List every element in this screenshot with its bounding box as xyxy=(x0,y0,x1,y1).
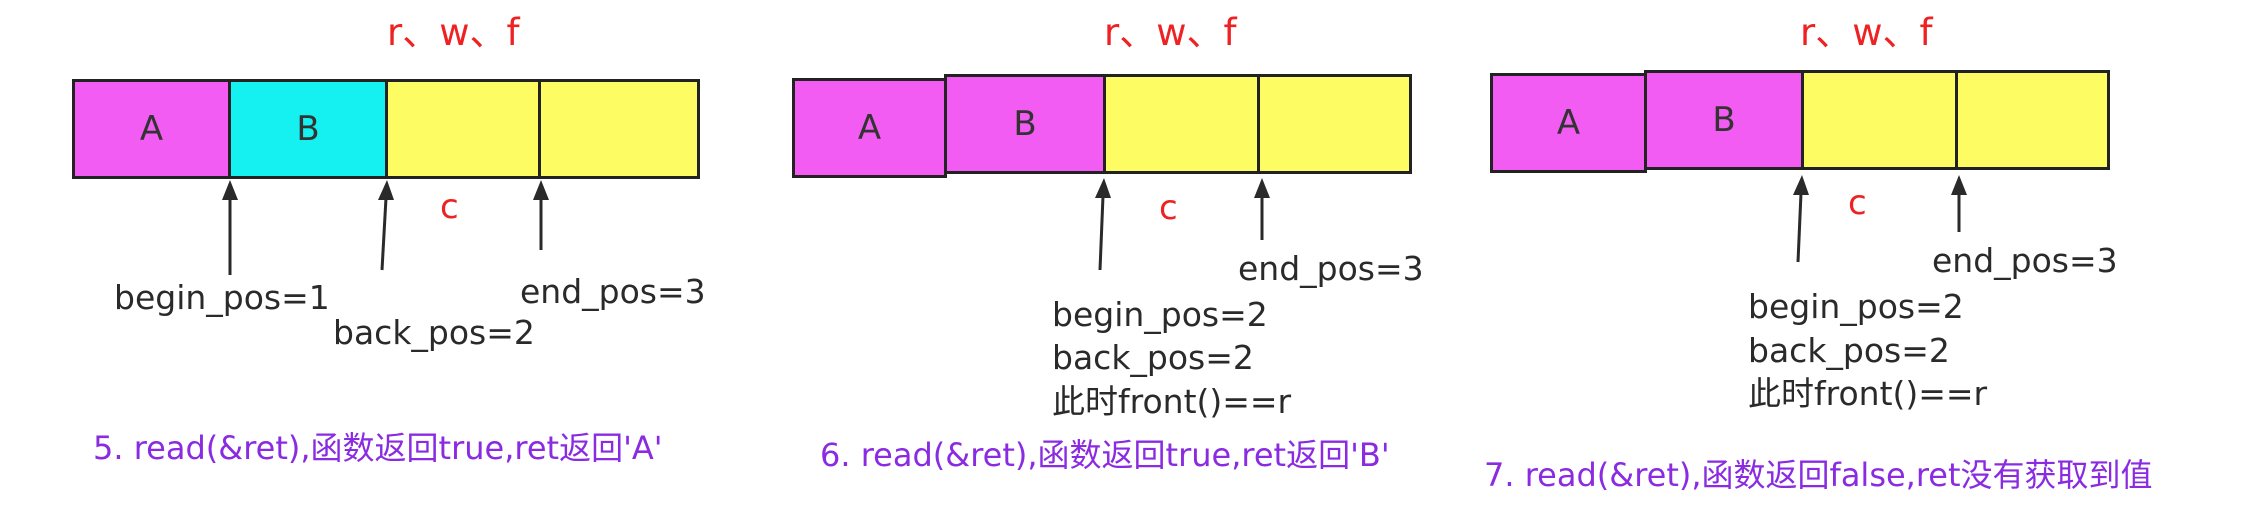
panel-2-header: r、w、f xyxy=(1104,11,1237,54)
panel-3-caption: 7. read(&ret),函数返回false,ret没有获取到值 xyxy=(1484,456,2153,494)
panel-1-c-label: c xyxy=(440,187,459,227)
panel-1-header: r、w、f xyxy=(387,11,520,54)
panel-2-cell-c xyxy=(1103,74,1260,174)
panel-3-c-label: c xyxy=(1848,183,1867,223)
begin-pos-arrow-2 xyxy=(1095,178,1111,271)
panel-2-front-note: 此时front()==r xyxy=(1052,382,1292,421)
panel-3-begin-pos: begin_pos=2 xyxy=(1748,287,1964,326)
panel-2-caption: 6. read(&ret),函数返回true,ret返回'B' xyxy=(820,436,1390,474)
panel-3-header: r、w、f xyxy=(1800,11,1933,54)
panel-1-caption: 5. read(&ret),函数返回true,ret返回'A' xyxy=(93,429,663,467)
panel-1-cell-a: A xyxy=(72,79,231,179)
panel-3-end-pos: end_pos=3 xyxy=(1932,241,2118,280)
panel-2-end-pos: end_pos=3 xyxy=(1238,249,1424,288)
begin-pos-arrow-3 xyxy=(1793,175,1809,263)
end-pos-arrow-1 xyxy=(533,180,549,250)
panel-3-cell-b: B xyxy=(1644,70,1804,170)
panel-3-back-pos: back_pos=2 xyxy=(1748,331,1950,370)
panel-2-cell-a: A xyxy=(792,78,947,178)
panel-1-back-pos: back_pos=2 xyxy=(333,313,535,352)
panel-2-begin-pos: begin_pos=2 xyxy=(1052,295,1268,334)
panel-2-c-label: c xyxy=(1159,188,1178,228)
end-pos-arrow-2 xyxy=(1254,178,1270,240)
panel-1-begin-pos: begin_pos=1 xyxy=(114,278,330,317)
end-pos-arrow-3 xyxy=(1951,175,1967,232)
panel-3-front-note: 此时front()==r xyxy=(1748,374,1988,413)
panel-1-end-pos: end_pos=3 xyxy=(520,272,706,311)
back-pos-arrow-1 xyxy=(378,180,394,271)
panel-2-back-pos: back_pos=2 xyxy=(1052,338,1254,377)
panel-1-cell-c xyxy=(385,79,541,179)
panel-3-cell-d xyxy=(1955,70,2110,170)
panel-2-cell-b: B xyxy=(944,74,1106,174)
panel-2-cell-d xyxy=(1257,74,1412,174)
panel-1-cell-d xyxy=(538,79,700,179)
begin-pos-arrow-1 xyxy=(222,180,238,275)
